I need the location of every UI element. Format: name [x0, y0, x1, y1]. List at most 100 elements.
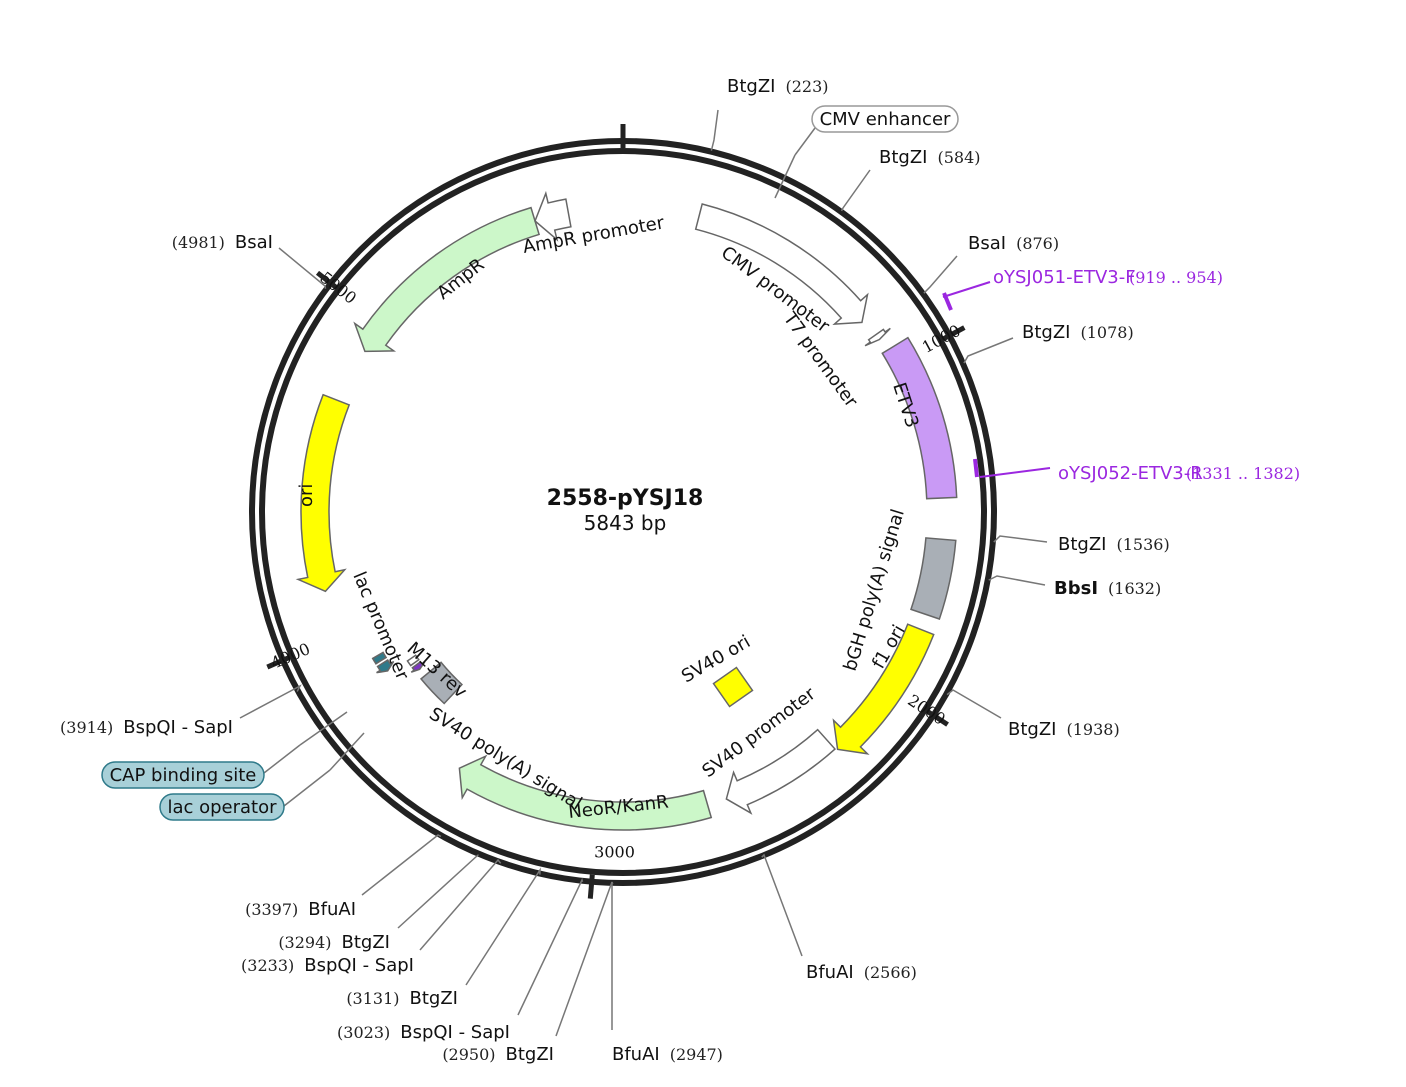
site-leader-line: [963, 337, 1014, 364]
site-leader-line: [710, 109, 719, 151]
feature-shape: [376, 659, 395, 674]
plasmid-length: 5843 bp: [584, 511, 667, 535]
feature-shape: [725, 728, 837, 815]
callout-leader: [329, 732, 365, 771]
site-leader-line: [988, 575, 1046, 586]
site-name: BtgZI: [1022, 322, 1070, 343]
site-leader-line: [611, 881, 614, 1030]
primer-name: oYSJ052-ETV3-R: [1058, 463, 1203, 484]
site-bspqi-sapi-3233: (3233)BspQI - SapI: [241, 858, 502, 976]
site-name: BtgZI: [342, 932, 390, 953]
feature-shape: [864, 327, 891, 347]
site-label: (3397) BfuAI: [245, 899, 356, 920]
feature-shape: [295, 393, 351, 593]
site-position: (2947): [670, 1045, 723, 1064]
site-name: BtgZI: [1008, 719, 1056, 740]
feature-neor-kanr: [458, 754, 713, 831]
site-leader-line: [239, 684, 302, 719]
site-position: (3397): [245, 900, 298, 919]
feature-sv40-promoter: [725, 728, 837, 815]
site-btgzi-1078: BtgZI(1078): [963, 322, 1134, 364]
site-label: BtgZI(1938): [1008, 719, 1120, 740]
site-name: BspQI - SapI: [123, 717, 233, 738]
feature-shape: [534, 190, 572, 242]
site-btgzi-1938: BtgZI(1938): [946, 689, 1120, 740]
callout-box: [811, 105, 959, 133]
tick-mark: [315, 270, 338, 290]
primers: oYSJ051-ETV3-F(919 .. 954) oYSJ052-ETV3-R…: [942, 267, 1300, 484]
feature-shape: [419, 661, 464, 705]
site-bsai-4981: (4981)BsaI: [172, 232, 327, 289]
feature-lac-operator: [406, 654, 420, 667]
callout-leader: [299, 711, 348, 746]
feature-shape: [712, 666, 754, 708]
site-name: BspQI - SapI: [304, 955, 414, 976]
site-label: (2950)BtgZI: [442, 1044, 554, 1065]
site-position: (4981): [172, 233, 225, 252]
callout-leader: [263, 744, 301, 774]
restriction-sites: BtgZI (223) BtgZI(584) BsaI(876) BtgZI(1078)…: [60, 76, 1170, 1065]
site-btgzi-1536: BtgZI(1536): [993, 534, 1170, 555]
site-leader-line: [517, 877, 584, 1016]
site-leader-line: [761, 853, 803, 957]
site-label: (3294)BtgZI: [278, 932, 390, 953]
site-name: BtgZI: [727, 76, 775, 97]
site-position: (3914): [60, 718, 113, 737]
site-position: (2566): [864, 963, 917, 982]
site-name: BfuAI: [612, 1044, 660, 1065]
site-label: BtgZI(1078): [1022, 322, 1134, 343]
site-leader-line: [946, 689, 1002, 719]
feature-label-ori: ori: [296, 484, 317, 507]
callout-box: [159, 793, 285, 821]
site-position: (1536): [1116, 535, 1169, 554]
site-name: BtgZI: [506, 1044, 554, 1065]
site-btgzi-2950: (2950)BtgZI: [442, 881, 613, 1065]
site-label: BbsI (1632): [1054, 578, 1161, 599]
site-position: (223): [785, 77, 828, 96]
callout-label: CMV enhancer: [820, 109, 951, 130]
site-label: BfuAI (2947): [612, 1044, 723, 1065]
site-bfuai-3397: (3397) BfuAI: [245, 834, 442, 920]
feature-shape: [371, 651, 388, 665]
feature-shape: [832, 623, 935, 755]
site-label: BtgZI(1536): [1058, 534, 1170, 555]
site-name: BsaI: [968, 233, 1006, 254]
site-label: (3023)BspQI - SapI: [337, 1022, 510, 1043]
site-leader-line: [419, 858, 502, 951]
feature-bgh-poly-a-signal: [910, 537, 957, 620]
site-btgzi-584: BtgZI(584): [840, 147, 981, 212]
feature-f1-ori: [832, 623, 935, 755]
callout-label: CAP binding site: [110, 765, 257, 786]
feature-etv3: [881, 336, 958, 500]
feature-ori: [295, 393, 351, 593]
site-btgzi-3294: (3294)BtgZI: [278, 854, 479, 953]
feature-shape: [458, 754, 713, 831]
primer-leader-line: [979, 467, 1051, 478]
site-label: (3131)BtgZI: [346, 988, 458, 1009]
tick-mark: [926, 709, 949, 727]
callout-leader: [283, 769, 331, 807]
site-leader-line: [555, 881, 613, 1037]
site-leader-line: [840, 169, 871, 212]
feature-shape: [881, 336, 958, 500]
backbone-inner-strand: [259, 148, 987, 876]
site-position: (1632): [1108, 579, 1161, 598]
feature-cap-binding-site: [371, 651, 388, 665]
site-bsai-876: BsaI(876): [923, 233, 1059, 294]
site-bspqi-sapi-3023: (3023)BspQI - SapI: [337, 877, 584, 1043]
site-name: BbsI: [1054, 578, 1098, 599]
site-leader-line: [993, 535, 1048, 543]
feature-ampr: [353, 206, 541, 353]
tick-label: 3000: [594, 842, 635, 861]
feature-shape: [910, 537, 957, 620]
site-label: BsaI(876): [968, 233, 1059, 254]
site-label: (4981)BsaI: [172, 232, 273, 253]
feature-shape: [694, 203, 869, 325]
feature-ampr-promoter: [534, 190, 572, 242]
primer-oysj051-etv3-f: oYSJ051-ETV3-F(919 .. 954): [942, 267, 1223, 311]
site-name: BfuAI: [308, 899, 356, 920]
site-leader-line: [923, 255, 958, 294]
callout-label: lac operator: [167, 797, 277, 818]
site-label: BtgZI (223): [727, 76, 829, 97]
